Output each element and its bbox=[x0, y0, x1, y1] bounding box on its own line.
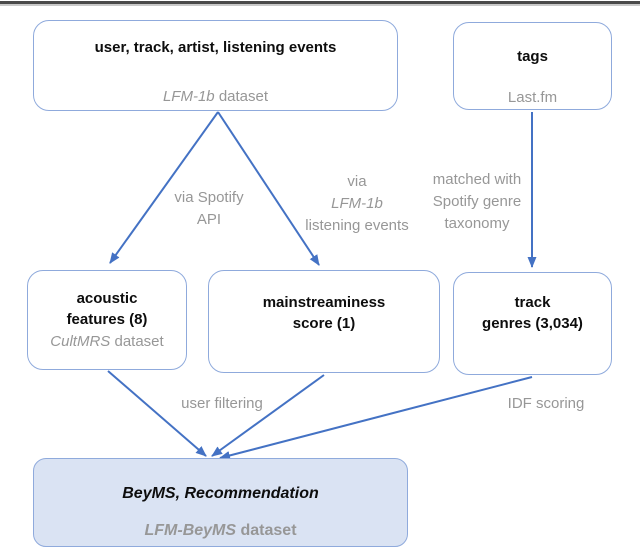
node-acoustic-subtitle: CultMRS dataset bbox=[50, 333, 164, 350]
arrow-genres-to-beyms bbox=[219, 376, 533, 460]
node-mainstream-line2: score (1) bbox=[292, 315, 356, 332]
node-lfm1b-title: user, track, artist, listening events bbox=[94, 39, 337, 56]
node-acoustic-line2: features (8) bbox=[66, 311, 148, 328]
node-mainstreaminess-score: mainstreaminess score (1) bbox=[208, 270, 440, 373]
edge-label-via-lfm1b-listening-events: via LFM-1b listening events bbox=[305, 173, 409, 234]
edge-label-idf-scoring: IDF scoring bbox=[507, 395, 585, 412]
edge-label-via-spotify-api: via Spotify API bbox=[174, 189, 244, 228]
node-lfm1b-dataset: user, track, artist, listening events LF… bbox=[33, 20, 398, 111]
node-beyms-title: BeyMS, Recommendation bbox=[122, 485, 319, 502]
node-beyms-subtitle: LFM-BeyMS dataset bbox=[144, 522, 297, 539]
node-beyms-dataset: BeyMS, Recommendation LFM-BeyMS dataset bbox=[33, 458, 408, 547]
edge-label-matched-with-spotify-genre-taxonomy: matched with Spotify genre taxonomy bbox=[432, 171, 522, 232]
node-tags-subtitle: Last.fm bbox=[507, 89, 558, 106]
node-track-genres: track genres (3,034) bbox=[453, 272, 612, 375]
node-mainstream-line1: mainstreaminess bbox=[262, 294, 386, 311]
node-acoustic-features: acoustic features (8) CultMRS dataset bbox=[27, 270, 187, 370]
node-tags: tags Last.fm bbox=[453, 22, 612, 110]
arrow-mainstream-to-beyms bbox=[211, 374, 325, 457]
node-genres-line2: genres (3,034) bbox=[482, 315, 583, 332]
edge-label-user-filtering: user filtering bbox=[181, 395, 263, 412]
page-top-rule bbox=[0, 1, 640, 6]
node-lfm1b-subtitle: LFM-1b dataset bbox=[162, 88, 269, 105]
node-tags-title: tags bbox=[517, 48, 548, 65]
node-genres-line1: track bbox=[514, 294, 551, 311]
node-acoustic-line1: acoustic bbox=[76, 290, 138, 307]
